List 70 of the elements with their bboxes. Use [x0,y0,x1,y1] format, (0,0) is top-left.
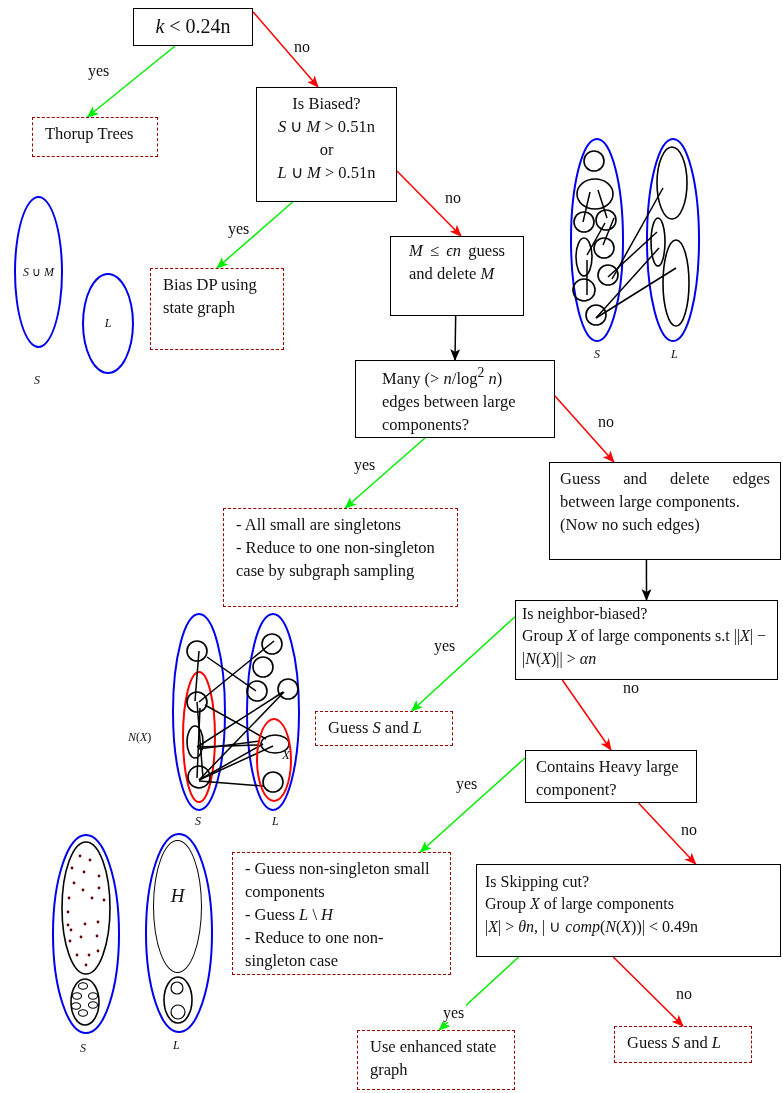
result-box [232,852,451,975]
component-ellipse [153,840,202,973]
edge-label: yes [441,1004,467,1022]
arrow [410,616,516,712]
process-box [549,462,781,560]
decision-box [515,600,778,680]
arrow [419,757,526,853]
node-text: Is Skipping cut? [485,872,590,893]
condition-box [133,8,253,46]
node-text: Group X of large components [485,894,675,915]
arrow [344,437,426,509]
set-ellipse [14,196,63,348]
set-caption: L [671,348,678,360]
result-box [357,1030,515,1090]
decision-box [525,750,697,803]
set-caption: S [594,348,600,360]
arrow [637,802,697,865]
arrow [554,395,615,463]
node-text: Is Biased? [291,93,362,115]
process-box [390,236,524,316]
node-text: Bias DP using state graph [163,274,258,320]
set-label: S ∪ M [23,263,54,281]
result-box [32,117,158,157]
node-text: Thorup Trees [45,123,135,145]
decision-box [355,360,555,438]
node-text: - Reduce to one non-singleton case [245,927,385,973]
node-text: Group X of large components s.t ||X| − |N(X)|| > αn [522,626,768,670]
set-label: L [104,315,112,332]
node-text: - All small are singletons [236,514,402,536]
set-caption: L [272,815,279,827]
set-label: H [170,884,185,909]
node-text: or [318,139,335,162]
set-caption: S [80,1042,86,1054]
node-text: Many (> n/log$^{2}$ n) edges between large components? [382,364,517,436]
set-caption: S [34,374,40,386]
node-text: |X| > θn, | ∪ comp(N(X))| < 0.49n [485,916,699,938]
arrow [396,170,462,237]
node-text: - Guess L \ H [245,904,335,927]
set-caption: N(X) [128,731,152,743]
result-box [614,1026,752,1063]
node-text: Guess and delete edges between large components. [560,468,770,514]
node-text: - Reduce to one non-singleton case by subgraph sampling [236,537,436,583]
node-text: - Guess non-singleton small components [245,858,431,904]
node-text: (Now no such edges) [560,514,701,537]
arrow [612,956,684,1027]
node-text: M ≤ ϵn guess and delete M [409,240,505,286]
set-caption: S [195,815,201,827]
node-text: Use enhanced state graph [370,1036,498,1082]
arrow [252,11,319,88]
arrow [561,679,612,751]
node-text: k < 0.24n [154,14,232,39]
node-text: Guess S and L [627,1032,722,1054]
arrow [216,201,294,269]
arrow [86,45,176,118]
subset-ellipse [256,718,292,802]
result-box [150,268,284,350]
set-ellipse [82,273,134,374]
set-label: X [282,745,290,764]
result-box [315,711,453,746]
node-text: Contains Heavy large component? [536,756,680,802]
arrow [641,559,652,601]
decision-box [476,864,781,957]
node-text: L ∪ M > 0.51n [276,162,377,185]
node-text: S ∪ M > 0.51n [277,116,376,139]
set-caption: L [173,1039,180,1051]
arrow [450,315,461,361]
node-text: Is neighbor-biased? [522,604,649,625]
result-box [223,508,458,607]
node-text: Guess S and L [328,717,423,739]
decision-box [256,87,397,202]
